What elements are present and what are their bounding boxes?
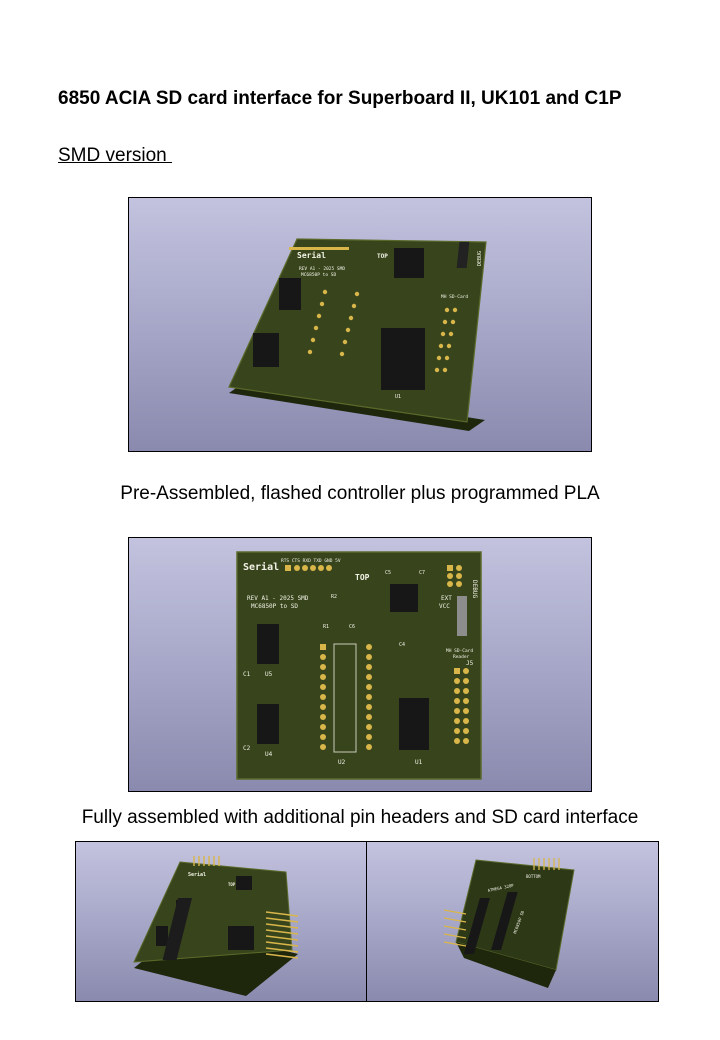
caption-pre-assembled: Pre-Assembled, flashed controller plus p… (120, 483, 600, 504)
silk-u2: U2 (338, 759, 346, 766)
silk-debug: DEBUG (477, 251, 483, 266)
chip-u4 (253, 333, 279, 367)
silk-top: TOP (377, 253, 388, 260)
silk-top: TOP (355, 573, 370, 582)
silk-mcu: ATMEGA 328P (487, 882, 515, 893)
silk-vcc: VCC (439, 603, 450, 610)
silk-bottom: BOTTOM (526, 874, 541, 879)
silk-serial: Serial (243, 561, 279, 573)
chip-u1 (399, 698, 429, 750)
silk-sd-reader: MH SD-Card (441, 294, 468, 300)
pcb-board-assembled-back: BOTTOM ATMEGA 328P MC6850P SD (443, 858, 575, 988)
silk-rev: REV A1 - 2025 SMD (299, 266, 345, 272)
silk-j5: J5 (466, 660, 474, 667)
silk-part: MC6850P to SD (251, 603, 298, 610)
silk-serial: Serial (188, 872, 206, 878)
page-title: 6850 ACIA SD card interface for Superboa… (58, 88, 622, 109)
silk-rev: REV A1 - 2025 SMD (247, 595, 309, 602)
silk-c2: C2 (243, 745, 251, 752)
silk-r2: R2 (331, 594, 337, 600)
image-divider (366, 842, 367, 1001)
pcb-board: Serial TOP REV A1 - 2025 SMD MC6850P to … (228, 238, 487, 431)
silk-r1: R1 (323, 624, 329, 630)
caption-fully-assembled: Fully assembled with additional pin head… (81, 807, 639, 828)
silk-c1: C1 (243, 671, 251, 678)
silk-top: TOP (228, 882, 236, 887)
silk-u1: U1 (415, 759, 423, 766)
silk-sd-reader2: Reader (453, 654, 470, 660)
silk-c7: C7 (419, 570, 425, 576)
ic-socket-u2 (333, 643, 357, 753)
silk-pins: RTS CTS RXD TXD GND 5V (281, 558, 341, 564)
pcb-render-top: Serial RTS CTS RXD TXD GND 5V TOP REV A1… (128, 537, 592, 792)
silk-ext: EXT (441, 595, 452, 602)
chip-u5 (279, 278, 301, 310)
silk-debug: DEBUG (471, 580, 478, 598)
section-heading-smd: SMD version (58, 145, 173, 166)
chip-mcu (394, 248, 424, 278)
chip-mcu (390, 584, 418, 612)
pcb-render-perspective: Serial TOP REV A1 - 2025 SMD MC6850P to … (128, 197, 592, 452)
chip-u1 (381, 328, 425, 390)
silk-c4: C4 (399, 642, 405, 648)
silk-c5: C5 (385, 570, 391, 576)
pcb-board-assembled-front: Serial TOP (133, 856, 299, 996)
silk-sd-reader: MH SD-Card (446, 648, 473, 654)
silk-u1: U1 (395, 394, 401, 400)
chip-u4 (257, 704, 279, 744)
pcb-render-assembled-pair: Serial TOP BOTTOM ATMEGA 328P (75, 841, 659, 1002)
pcb-board-top: Serial RTS CTS RXD TXD GND 5V TOP REV A1… (236, 551, 482, 780)
silk-part: MC6850P to SD (301, 272, 337, 278)
silk-u5: U5 (265, 671, 273, 678)
silk-u4: U4 (265, 751, 273, 758)
silk-serial: Serial (297, 250, 326, 260)
silk-c6: C6 (349, 624, 355, 630)
chip-u5 (257, 624, 279, 664)
